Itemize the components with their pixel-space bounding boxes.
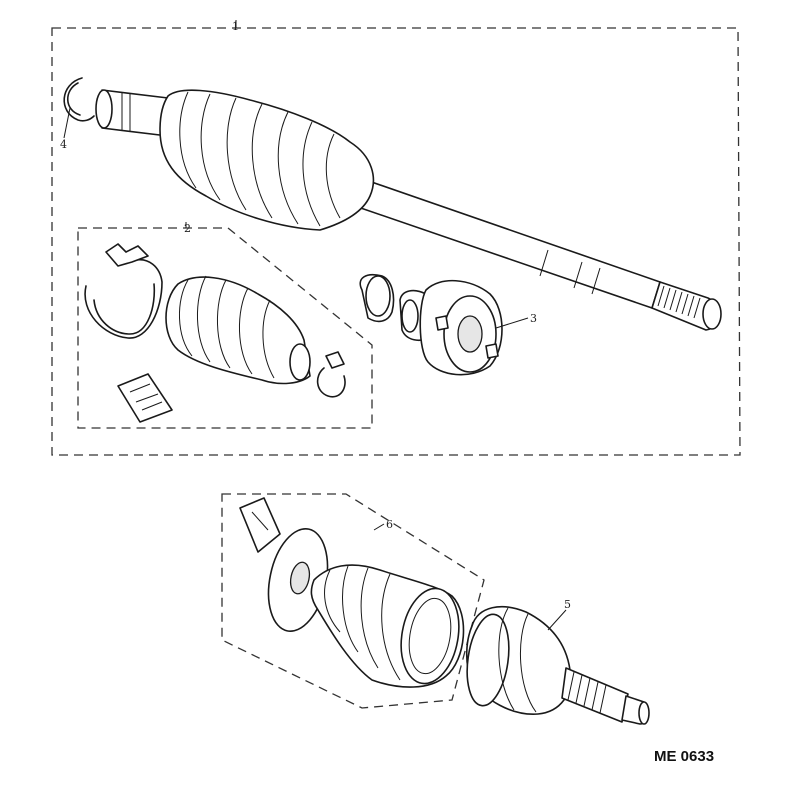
label-2: 2 [184, 222, 191, 235]
label-5: 5 [564, 598, 571, 611]
boot-kit-6 [239, 497, 465, 688]
label-3: 3 [530, 312, 537, 325]
label-1: 1 [232, 20, 239, 33]
boot-kit-outline-2 [77, 227, 373, 429]
leader-6 [373, 523, 385, 531]
drive-shaft-1 [95, 89, 722, 331]
inner-cv-joint-3 [359, 274, 503, 376]
leader-4 [63, 107, 71, 139]
diagram-reference-code: ME 0633 [654, 748, 715, 765]
assembly-outline-1 [51, 27, 741, 456]
label-4: 4 [60, 138, 67, 151]
outer-cv-joint-5 [465, 605, 650, 725]
label-6: 6 [386, 518, 393, 531]
leader-3 [495, 317, 529, 329]
boot-kit-2 [84, 243, 346, 423]
leader-5 [547, 609, 567, 631]
circlip-4 [63, 77, 95, 122]
boot-kit-outline-6 [221, 493, 485, 709]
